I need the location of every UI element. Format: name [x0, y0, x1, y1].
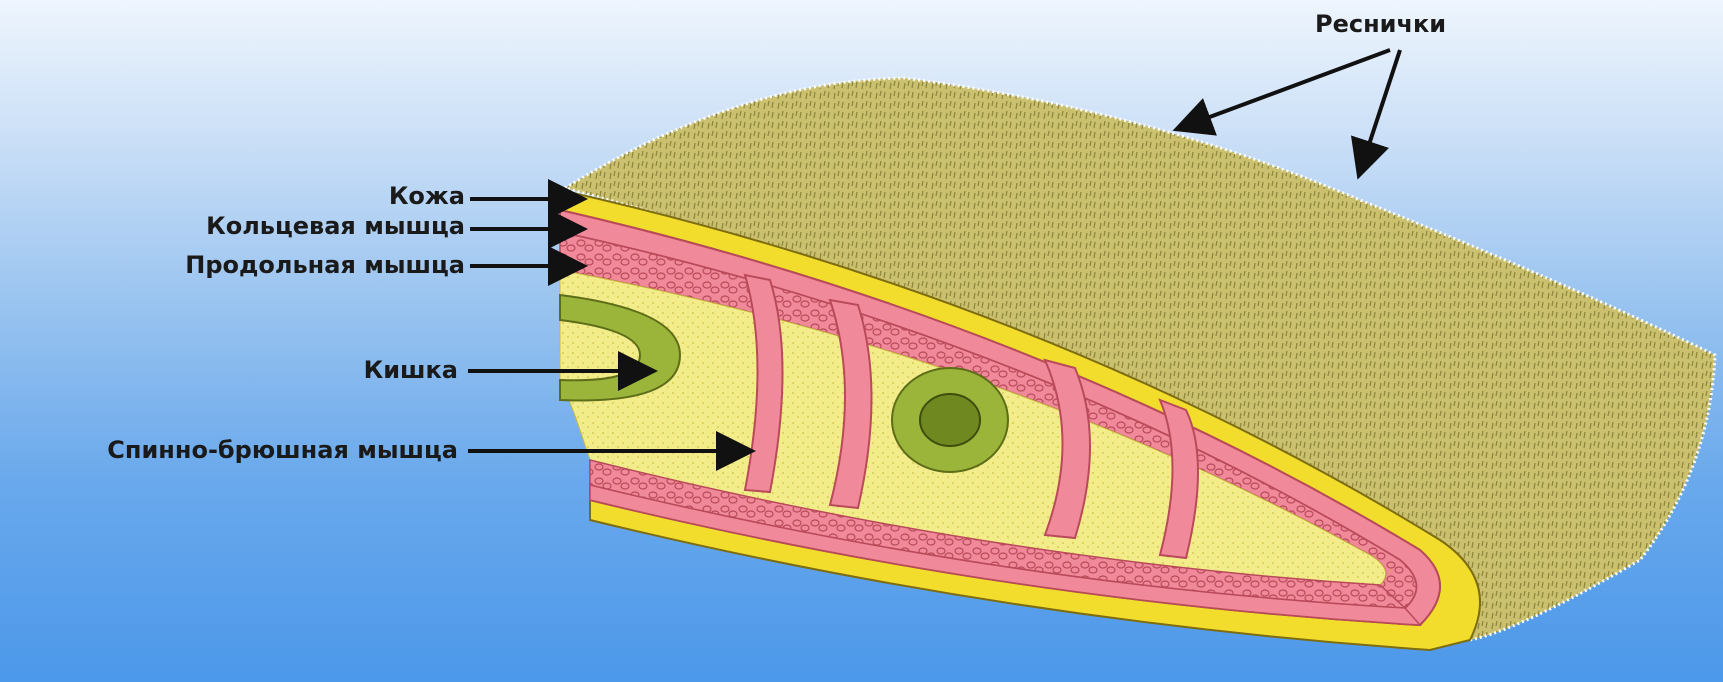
gut-cross-section	[892, 368, 1008, 472]
arrow-cilia-left	[1180, 50, 1390, 128]
label-gut: Кишка	[364, 356, 458, 384]
label-cilia: Реснички	[1315, 10, 1446, 38]
label-skin: Кожа	[389, 182, 465, 210]
label-longitudinal-muscle: Продольная мышца	[185, 251, 465, 279]
arrow-cilia-right	[1360, 50, 1400, 172]
label-dorsoventral-muscle: Спинно-брюшная мышца	[107, 436, 458, 464]
label-ring-muscle: Кольцевая мышца	[206, 212, 465, 240]
